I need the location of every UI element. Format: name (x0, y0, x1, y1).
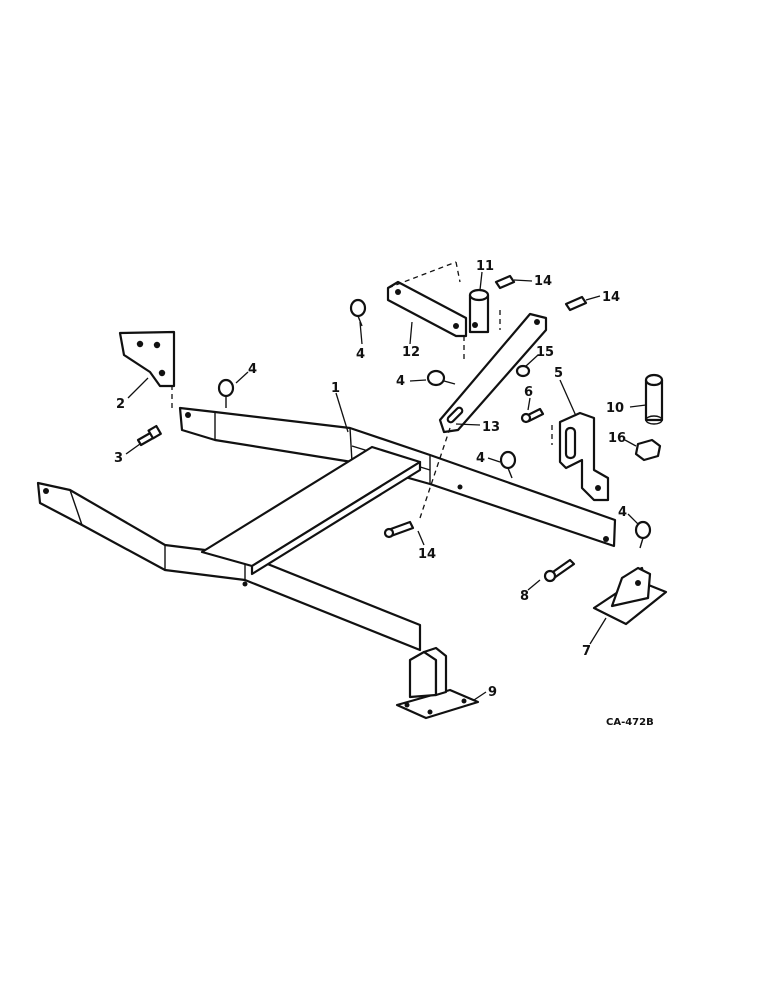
plate-part-2 (118, 330, 176, 408)
callout-4b: 4 (356, 347, 365, 362)
nut-part-15 (515, 364, 531, 378)
lynch-pin-part-4-e (634, 520, 652, 549)
callout-4c: 4 (396, 374, 405, 389)
callout-3: 3 (114, 451, 123, 466)
callout-11: 11 (476, 259, 494, 274)
callout-6: 6 (524, 385, 533, 400)
mount-foot-part-7 (592, 566, 668, 626)
bolt-part-6 (520, 407, 545, 424)
bushing-part-11 (468, 288, 490, 334)
nut-part-16 (634, 438, 662, 462)
callout-5: 5 (554, 366, 563, 381)
callout-15: 15 (536, 345, 554, 360)
callout-14c: 14 (418, 547, 436, 562)
strap-part-12 (386, 261, 468, 338)
tube-part-10 (644, 373, 664, 425)
leader-lines (125, 271, 647, 701)
main-frame (36, 406, 617, 652)
callout-14b: 14 (602, 290, 620, 305)
lynch-pin-part-4-d (499, 450, 517, 479)
callout-16: 16 (608, 431, 626, 446)
bolt-part-3 (136, 424, 162, 447)
callout-13: 13 (482, 420, 500, 435)
lynch-pin-part-4-a (217, 378, 235, 408)
callout-4a: 4 (248, 362, 257, 377)
callout-labels: 1 2 3 4 4 4 4 4 5 6 7 8 9 10 11 12 13 14… (114, 259, 627, 700)
callout-14a: 14 (534, 274, 552, 289)
callout-4d: 4 (476, 451, 485, 466)
mount-foot-part-9 (395, 646, 480, 720)
pin-part-14-b (564, 295, 588, 312)
callout-9: 9 (488, 685, 497, 700)
bolt-part-8 (543, 558, 576, 583)
callout-7: 7 (582, 644, 591, 659)
callout-1: 1 (331, 381, 340, 396)
callout-8: 8 (520, 589, 529, 604)
callout-2: 2 (116, 397, 125, 412)
lynch-pin-part-4-b (349, 298, 367, 327)
link-bar-part-13 (419, 312, 548, 519)
lynch-pin-part-4-c (426, 369, 456, 387)
drawing-code: CA-472B (606, 717, 654, 728)
callout-10: 10 (606, 401, 624, 416)
callout-12: 12 (402, 345, 420, 360)
pin-part-14-c (383, 520, 415, 539)
pin-part-14-a (494, 274, 516, 290)
callout-4e: 4 (618, 505, 627, 520)
bracket-part-5 (551, 411, 610, 502)
